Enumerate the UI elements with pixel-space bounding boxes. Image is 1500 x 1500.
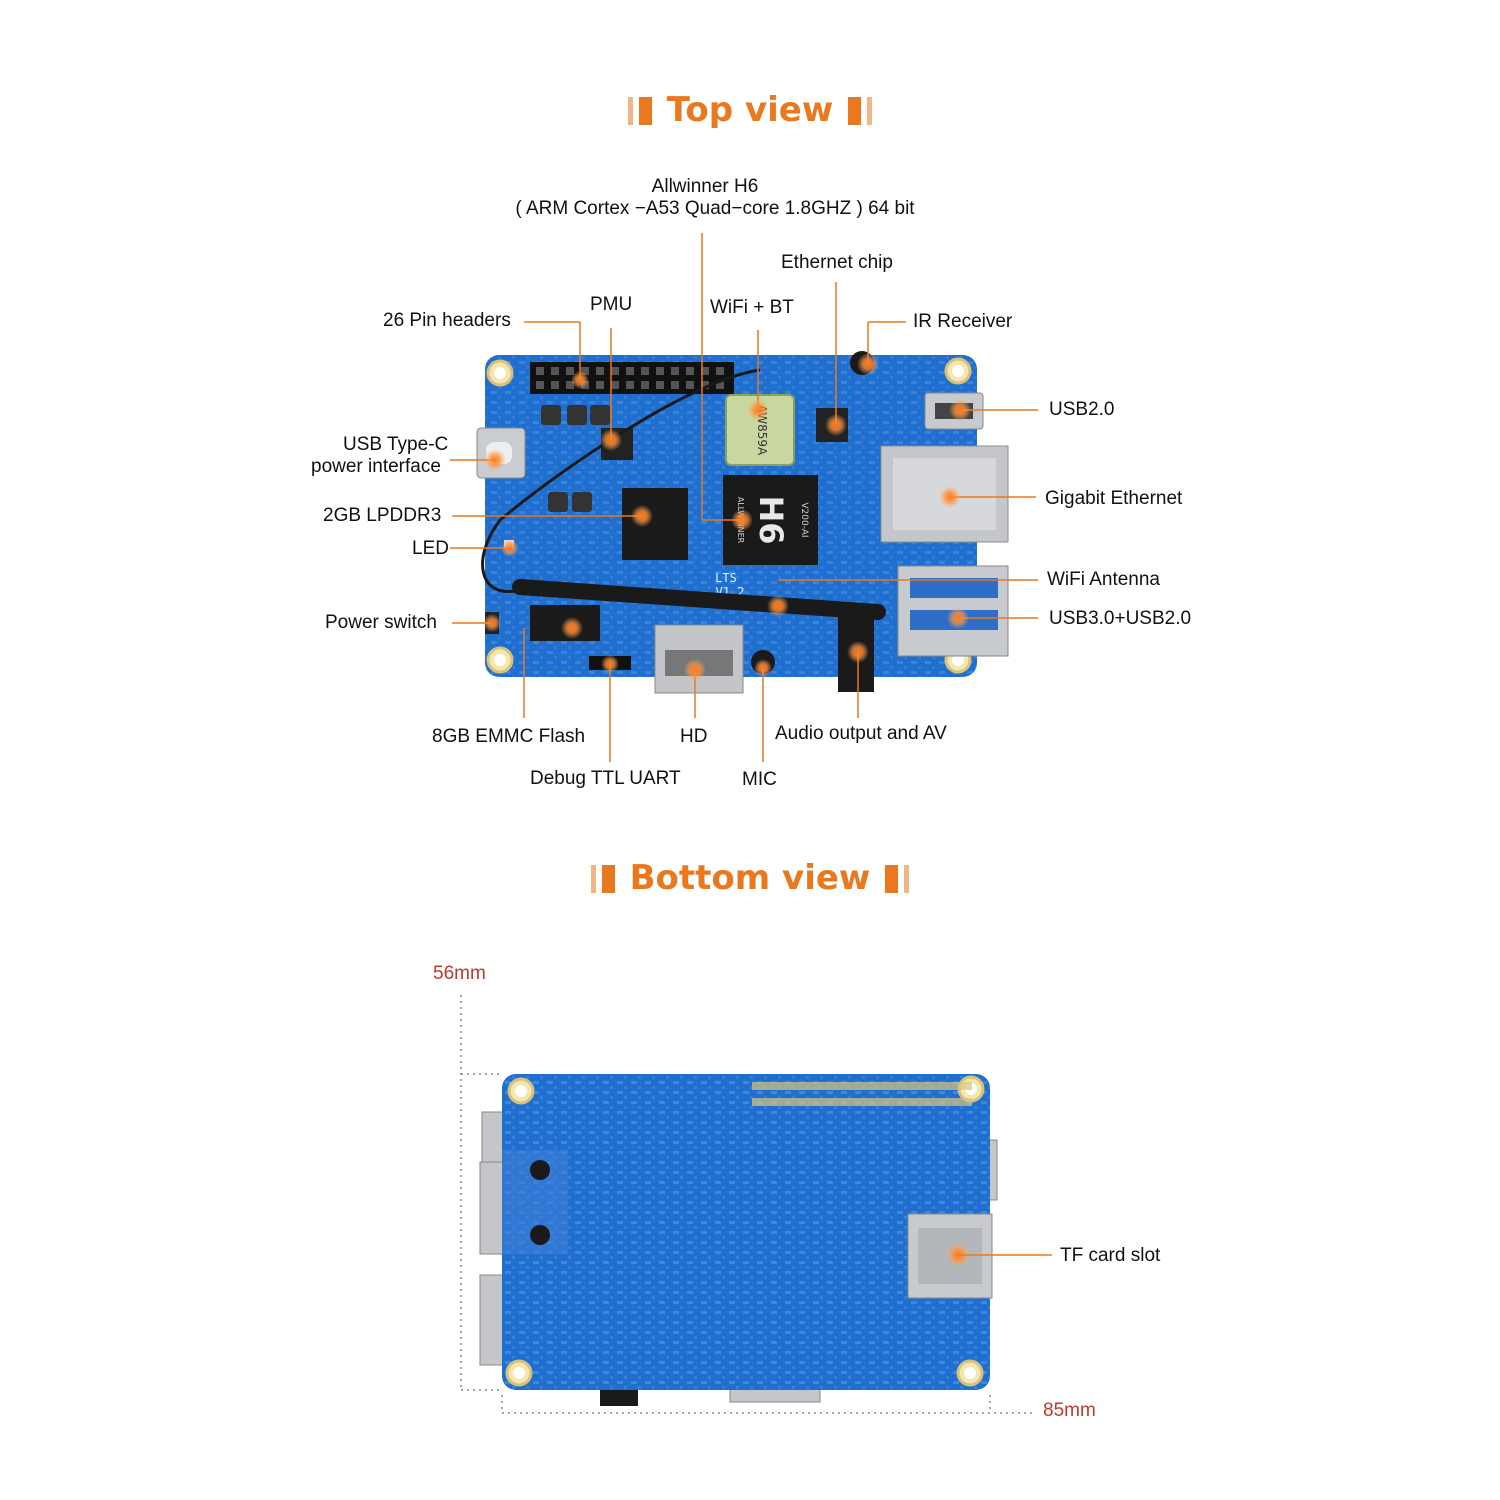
led-label: LED [412,538,449,559]
lpddr3-chip [622,488,688,560]
usbc-label-line1: USB Type-C [343,434,449,455]
height-dimension: 56mm [433,963,486,984]
ethernet-chip-label: Ethernet chip [781,252,893,273]
hd-label: HD [680,726,708,747]
antenna-cable [481,368,761,593]
audio-label: Audio output and AV [775,723,947,744]
usbc-label-line2: power interface [311,456,441,477]
emmc-label: 8GB EMMC Flash [432,726,586,747]
bottom-view-title: Bottom view [0,858,1500,898]
pmu-label: PMU [590,294,633,315]
top-view-title: Top view [0,90,1500,130]
wifi-antenna-label: WiFi Antenna [1047,569,1160,590]
soc-label-line2: ( ARM Cortex −A53 Quad−core 1.8GHZ ) 64 … [515,198,915,219]
version-line1: LTS [715,571,737,585]
soc-code-text: V200-AI [799,502,809,537]
wifi-antenna [512,579,886,620]
ir-receiver-label: IR Receiver [913,311,1013,332]
debug-uart-label: Debug TTL UART [530,768,681,789]
bottom-board [479,1074,1052,1406]
gigabit-label: Gigabit Ethernet [1045,488,1183,509]
mic-label: MIC [742,769,777,790]
highlight-dots-top [483,353,971,681]
width-dimension: 85mm [1043,1400,1096,1421]
mounting-holes-top [486,357,972,674]
inductors [541,405,610,512]
power-switch-label: Power switch [325,612,437,633]
lpddr3-label: 2GB LPDDR3 [323,505,442,526]
soc-label-line1: Allwinner H6 [651,176,759,197]
wifi-bt-label: WiFi + BT [710,297,794,318]
tf-card-label: TF card slot [1060,1245,1161,1266]
usb3-label: USB3.0+USB2.0 [1049,608,1192,629]
dimension-lines [460,995,1033,1414]
usb2-label: USB2.0 [1049,399,1115,420]
pin-headers-label: 26 Pin headers [383,310,511,331]
soc-mark-text: H6 [752,495,790,544]
